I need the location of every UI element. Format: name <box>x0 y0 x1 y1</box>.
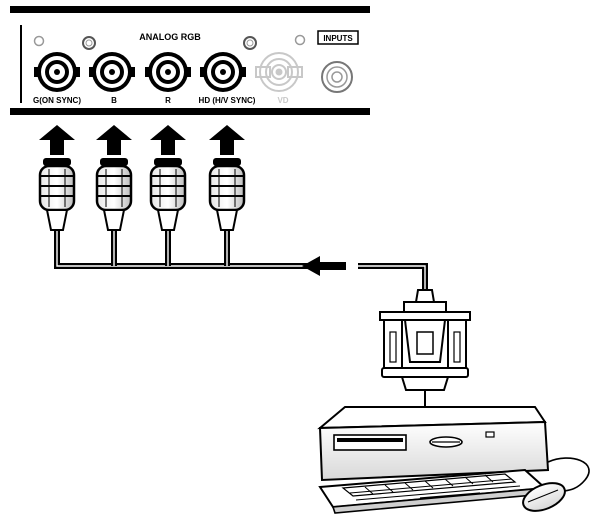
screw-hole-icon <box>33 35 45 47</box>
arrow-up-icon <box>96 125 132 155</box>
inputs-label: INPUTS <box>323 34 353 43</box>
bnc-plug-icon <box>208 158 246 231</box>
connector-g-on-sync[interactable]: G(ON SYNC) <box>33 52 81 105</box>
analog-rgb-label: ANALOG RGB <box>139 32 201 42</box>
connector-b[interactable]: B <box>89 52 135 105</box>
panel-left-edge <box>20 25 22 103</box>
bnc-plug-icon <box>149 158 187 231</box>
connector-label-r: R <box>165 96 171 105</box>
signal-direction-arrow-icon <box>302 256 346 276</box>
computer-icon <box>317 406 550 482</box>
connector-r[interactable]: R <box>145 52 191 105</box>
connector-label-vd: VD <box>277 96 288 105</box>
screw-hole-icon <box>243 36 257 50</box>
connector-hd[interactable]: HD (H/V SYNC) <box>199 52 256 105</box>
connector-label-b: B <box>111 96 117 105</box>
bnc-connector-icon <box>145 52 191 92</box>
screw-hole-icon <box>294 34 306 46</box>
panel-bottom-border <box>10 108 370 115</box>
arrow-up-icon <box>39 125 75 155</box>
connector-label-g: G(ON SYNC) <box>33 96 81 105</box>
audio-jack-icon <box>321 61 353 93</box>
bnc-connector-icon <box>89 52 135 92</box>
keyboard-icon <box>318 468 548 514</box>
mouse-icon <box>522 457 590 512</box>
d-sub-plug-icon <box>379 289 471 391</box>
bnc-connector-inactive-icon <box>255 52 303 92</box>
inputs-tag: INPUTS <box>317 30 359 45</box>
bnc-connector-icon <box>34 52 80 92</box>
input-panel: ANALOG RGB INPUTS G(ON SYNC) <box>10 6 370 115</box>
bnc-plug-icon <box>95 158 133 231</box>
bnc-plug-icon <box>38 158 76 231</box>
screw-hole-icon <box>82 36 96 50</box>
panel-top-border <box>10 6 370 13</box>
connector-vd[interactable]: VD <box>255 52 303 105</box>
cable <box>54 228 428 290</box>
arrow-up-icon <box>150 125 186 155</box>
arrow-up-icon <box>209 125 245 155</box>
bnc-connector-icon <box>200 52 246 92</box>
connector-label-hd: HD (H/V SYNC) <box>199 96 256 105</box>
